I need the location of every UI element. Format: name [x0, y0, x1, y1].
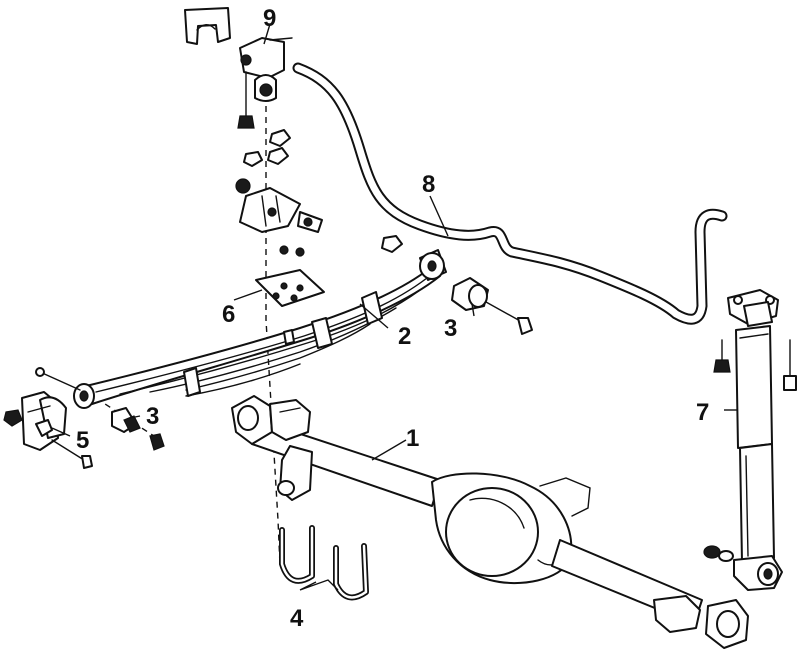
- part-1-rear-axle: [231, 395, 749, 649]
- part-5-shackle: [3, 391, 93, 469]
- callout-3-lower: 3: [146, 403, 159, 430]
- callout-1: 1: [406, 425, 419, 452]
- part-2-leaf-spring: [73, 249, 447, 409]
- front-eye-bolt: [35, 367, 81, 391]
- callout-8: 8: [422, 171, 435, 198]
- callout-5: 5: [76, 427, 89, 454]
- callout-9: 9: [263, 5, 276, 32]
- part-3-rear-bushing: [381, 235, 533, 335]
- nuts-washers-stack: [235, 129, 291, 194]
- part-8-stabilizer-bar: [292, 62, 728, 325]
- assembly-centerline: [265, 95, 281, 566]
- clamp-bracket: [239, 37, 285, 79]
- callout-3-upper: 3: [444, 315, 457, 342]
- part-4-u-bolts: [279, 525, 369, 601]
- clamp-bolt: [237, 71, 255, 129]
- callout-2: 2: [398, 323, 411, 350]
- part-6-spring-plate: [255, 269, 325, 307]
- stabilizer-mount-bracket: [239, 187, 323, 257]
- part-3-front-bushing: [111, 407, 165, 451]
- leader-lines: [51, 23, 738, 591]
- part-9-bushing-clamp: [184, 7, 293, 102]
- callout-7: 7: [696, 399, 709, 426]
- part-7-shock-absorber: [703, 289, 797, 591]
- bushing-top: [184, 7, 231, 45]
- callout-4: 4: [290, 605, 304, 632]
- callout-6: 6: [222, 301, 235, 328]
